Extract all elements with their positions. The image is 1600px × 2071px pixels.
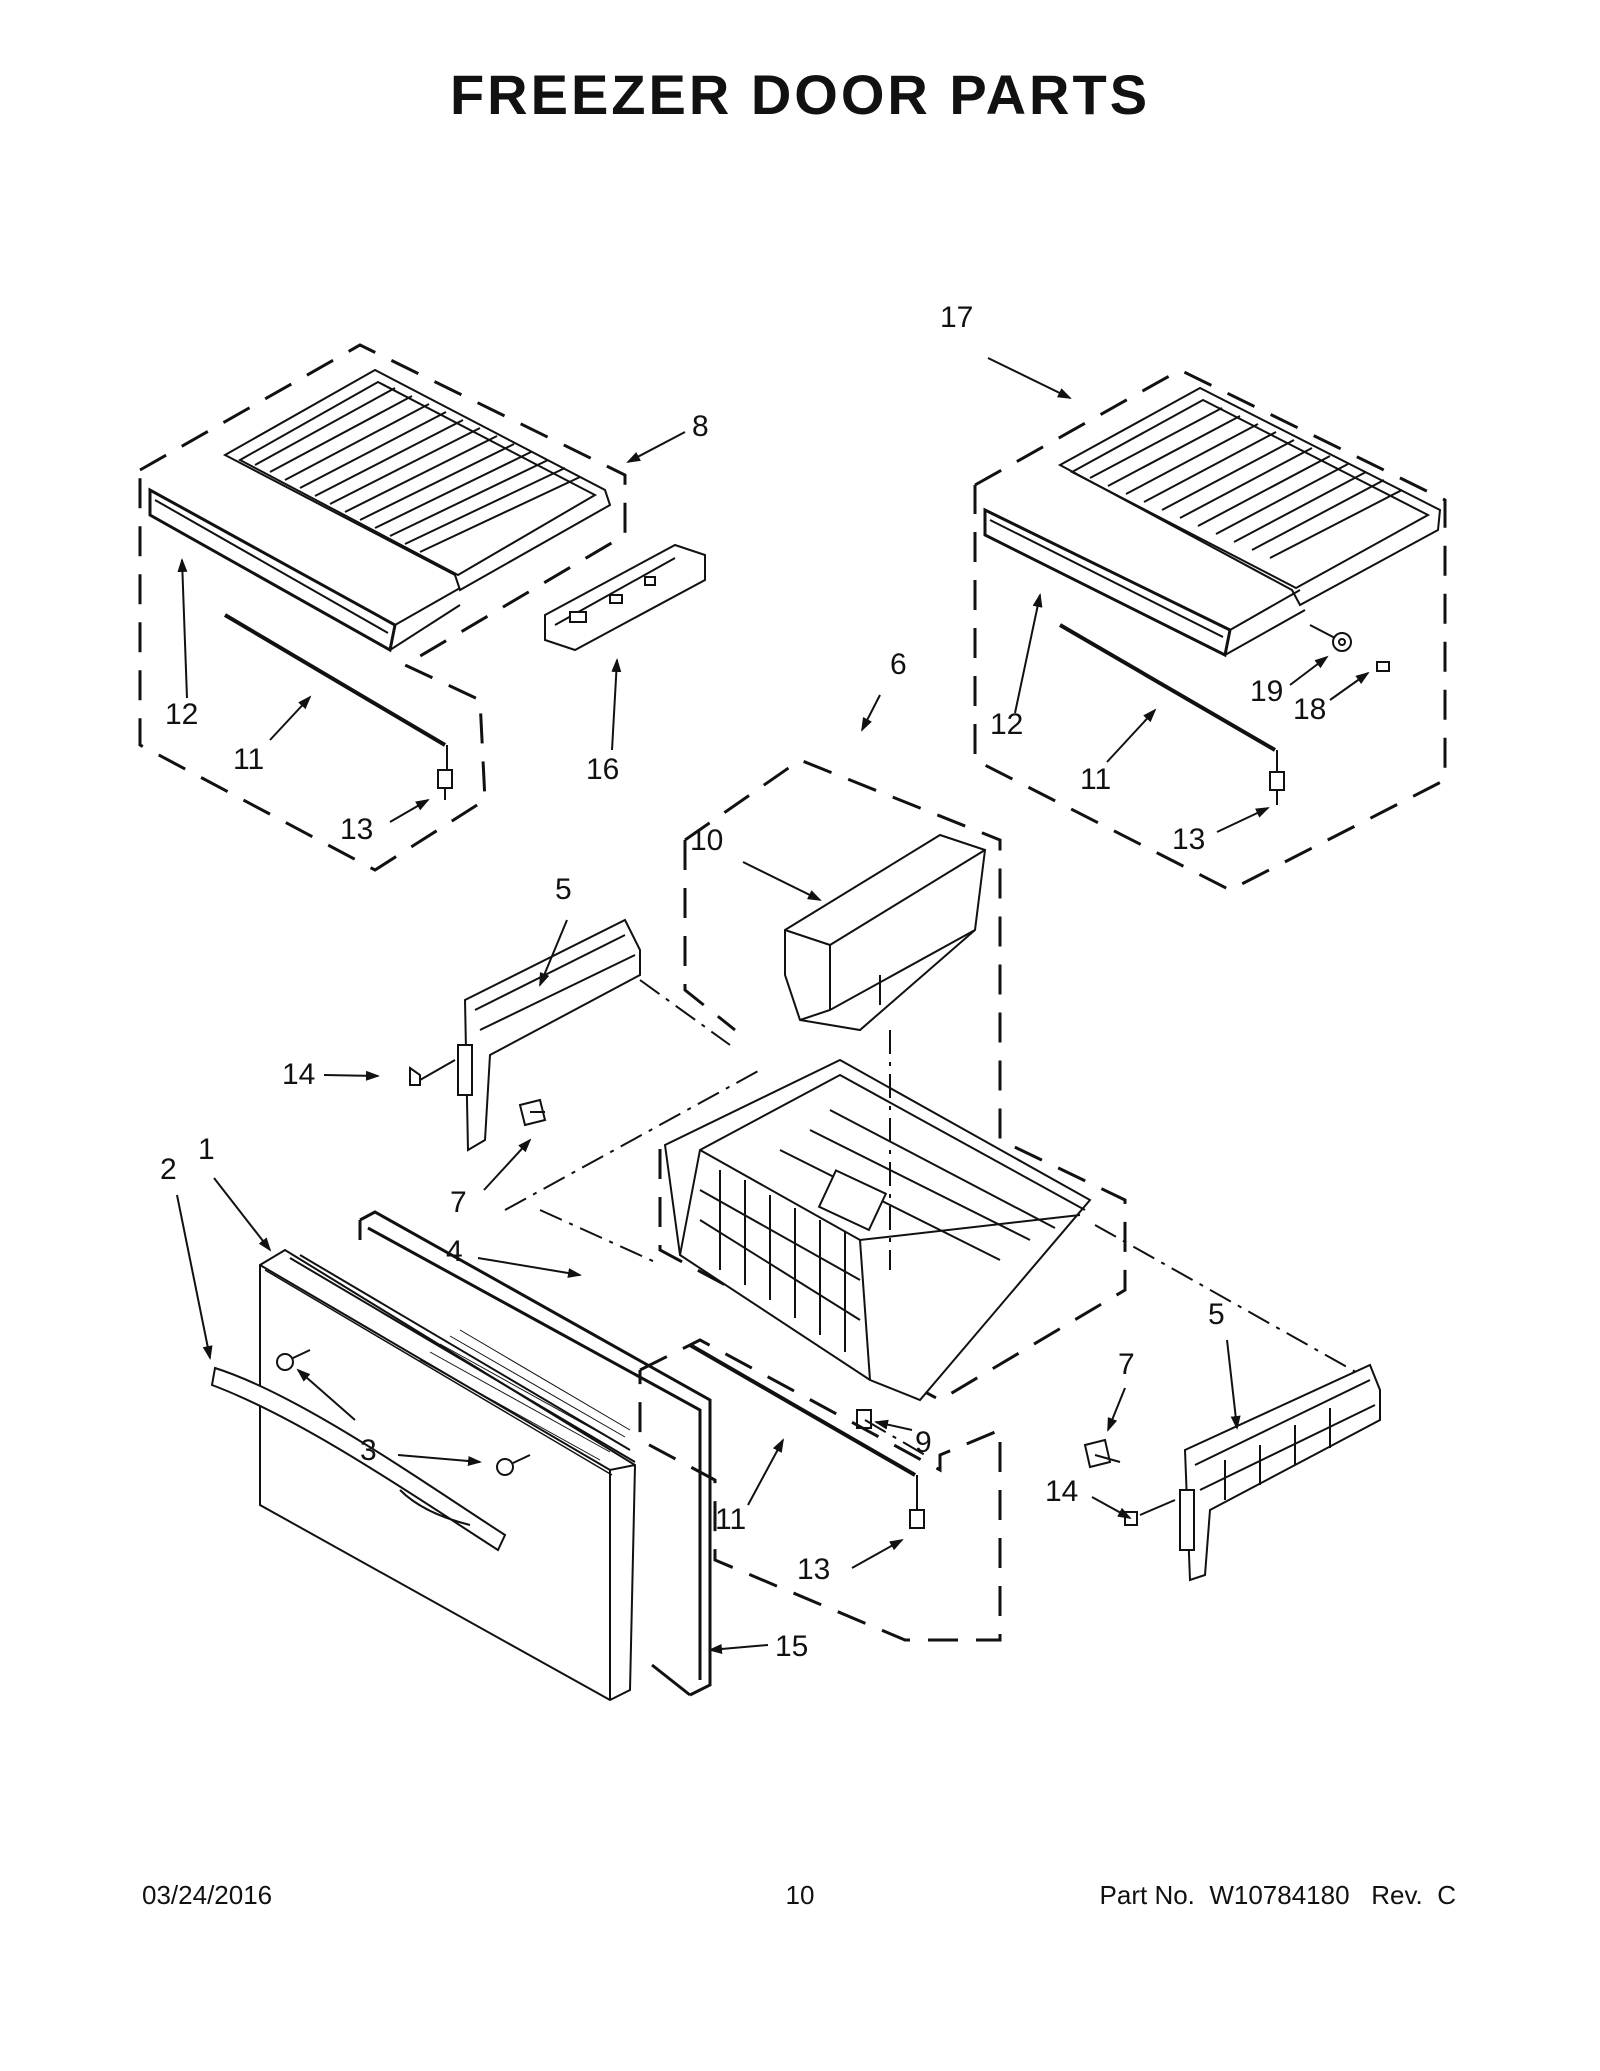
callout-13-top-left: 13 — [340, 813, 374, 846]
callout-19: 19 — [1250, 675, 1284, 708]
callout-14-left: 14 — [282, 1058, 316, 1091]
callout-7-right: 7 — [1118, 1348, 1135, 1381]
left-slide-rail-5 — [409, 918, 641, 1152]
arrow-13-lower — [851, 1539, 904, 1569]
screw-7-left — [518, 1098, 547, 1127]
door-gasket-15 — [358, 1210, 712, 1697]
callout-13-top-right: 13 — [1172, 823, 1206, 856]
arrow-7-right — [1107, 1387, 1126, 1432]
door-texture — [419, 1329, 631, 1461]
arrow-14-right — [1091, 1496, 1132, 1519]
callout-10: 10 — [690, 824, 724, 857]
callout-5-right: 5 — [1208, 1298, 1225, 1331]
arrow-17 — [987, 357, 1072, 399]
screw-13-upper-right — [1269, 771, 1285, 805]
door-handle-2 — [210, 1366, 507, 1552]
callout-16: 16 — [586, 753, 620, 786]
arrow-4 — [477, 1257, 582, 1278]
arrow-18 — [1329, 671, 1370, 701]
callout-1: 1 — [198, 1133, 215, 1166]
page-title: FREEZER DOOR PARTS — [449, 63, 1151, 126]
callout-12-right: 12 — [990, 708, 1024, 741]
arrow-13-top-right — [1216, 807, 1270, 833]
slide-bracket-16 — [544, 543, 706, 652]
arrow-12-left — [177, 558, 188, 699]
callout-17: 17 — [940, 301, 974, 334]
footer-part-number: Part No. W10784180 Rev. C — [1099, 1880, 1456, 1910]
arrow-10 — [742, 861, 822, 901]
callout-7-left: 7 — [450, 1186, 467, 1219]
arrow-6 — [861, 694, 881, 732]
arrow-11-top-right — [1106, 708, 1157, 763]
callout-5-left: 5 — [555, 873, 572, 906]
basket-divider-10 — [784, 833, 987, 1032]
callout-14-right: 14 — [1045, 1475, 1079, 1508]
arrow-2 — [176, 1194, 213, 1360]
arrow-14-left — [323, 1070, 380, 1081]
callout-15: 15 — [775, 1630, 809, 1663]
upper-right-shelf-assembly — [973, 368, 1447, 892]
freezer-door-1 — [210, 1248, 637, 1702]
screw-7-right — [1083, 1438, 1121, 1469]
freezer-basket — [663, 1058, 1092, 1402]
callout-12-left: 12 — [165, 698, 199, 731]
arrow-3b — [397, 1454, 482, 1466]
handle-screw-3a — [276, 1349, 311, 1371]
upper-left-shelf-assembly — [138, 343, 706, 872]
freezer-basket-assembly — [638, 758, 1127, 1642]
freezer-shelf-tray — [148, 368, 612, 770]
arrow-11-top-left — [269, 695, 312, 741]
callout-6: 6 — [890, 648, 907, 681]
screw-13-upper-left — [437, 769, 453, 800]
arrow-5-right — [1226, 1339, 1241, 1430]
footer-date: 03/24/2016 — [142, 1880, 273, 1910]
callout-18: 18 — [1293, 693, 1327, 726]
callout-11-lower: 11 — [715, 1503, 747, 1536]
callout-arrows — [176, 357, 1370, 1654]
arrow-7-left — [483, 1138, 532, 1191]
callout-13-lower: 13 — [797, 1553, 831, 1586]
right-slide-rail-5 — [1083, 1363, 1381, 1582]
arrow-8 — [626, 431, 686, 463]
arrow-1 — [213, 1177, 272, 1252]
freezer-shelf-tray-right — [983, 386, 1442, 772]
arrow-13-top-left — [389, 798, 430, 823]
callout-2: 2 — [160, 1153, 177, 1186]
callout-8: 8 — [692, 410, 709, 443]
arrow-16 — [611, 658, 622, 751]
roller-19-and-screw-18 — [1309, 624, 1390, 672]
callout-9: 9 — [915, 1426, 932, 1459]
footer-page-number: 10 — [785, 1880, 815, 1910]
callout-11-top-left: 11 — [233, 743, 265, 776]
arrow-3a — [296, 1368, 356, 1421]
arrow-11-lower — [747, 1438, 784, 1506]
handle-screw-3b — [496, 1454, 531, 1476]
callout-11-top-right: 11 — [1080, 763, 1112, 796]
arrow-5-left — [539, 919, 568, 987]
callout-4: 4 — [446, 1235, 463, 1268]
callout-3-a: 3 — [360, 1434, 377, 1467]
arrow-19 — [1289, 655, 1329, 686]
arrow-12-right — [1014, 593, 1043, 714]
arrow-9 — [874, 1419, 913, 1431]
arrow-15 — [708, 1643, 769, 1654]
